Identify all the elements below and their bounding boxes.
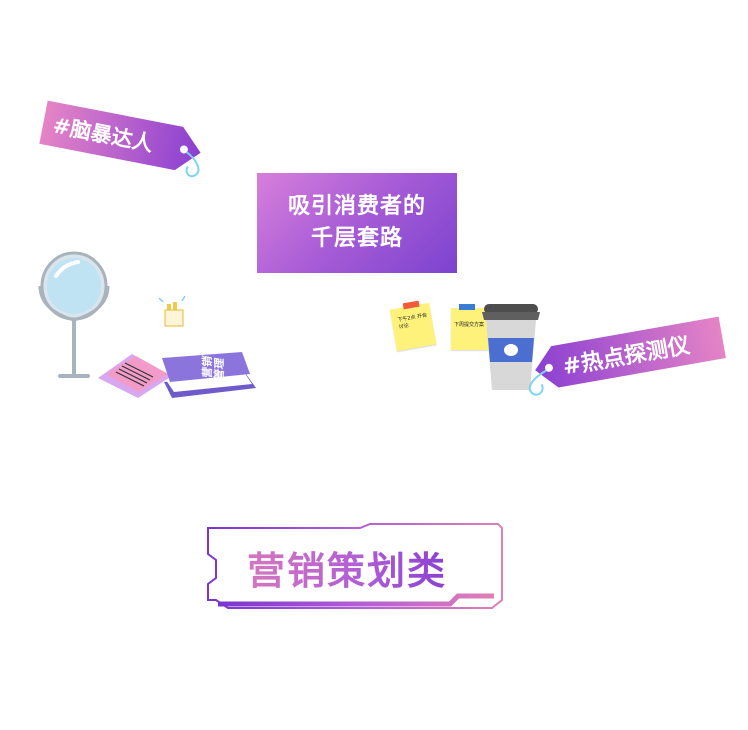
tag-hole-icon bbox=[179, 145, 188, 154]
category-banner-frame bbox=[130, 523, 572, 609]
sticky-note-left: 下午2点 开会讨论 bbox=[389, 300, 437, 352]
book-icon bbox=[162, 352, 256, 398]
mirror-icon bbox=[38, 251, 110, 378]
sticky-note-pin bbox=[459, 304, 475, 310]
hotspot-tag: #热点探测仪 bbox=[528, 316, 726, 396]
sticky-note-right-text: 下周提交方案 bbox=[454, 322, 485, 328]
pen-holder-icon bbox=[158, 295, 186, 327]
papers-icon bbox=[98, 354, 172, 398]
headline-line-2: 千层套路 bbox=[310, 226, 403, 251]
book-title-line-2: 管理 bbox=[213, 356, 226, 382]
brainstorm-tag: #脑暴达人 bbox=[39, 100, 201, 178]
tag-string-icon bbox=[185, 151, 200, 178]
tag-string-icon bbox=[528, 369, 547, 396]
coffee-cup-icon bbox=[482, 304, 540, 390]
book-title: 营销 管理 bbox=[201, 346, 226, 390]
category-banner-label: 营销策划类 bbox=[212, 540, 482, 595]
headline-box: 吸引消费者的 千层套路 bbox=[257, 173, 457, 273]
tag-hole-icon bbox=[544, 363, 553, 372]
headline-line-1: 吸引消费者的 bbox=[287, 194, 426, 219]
